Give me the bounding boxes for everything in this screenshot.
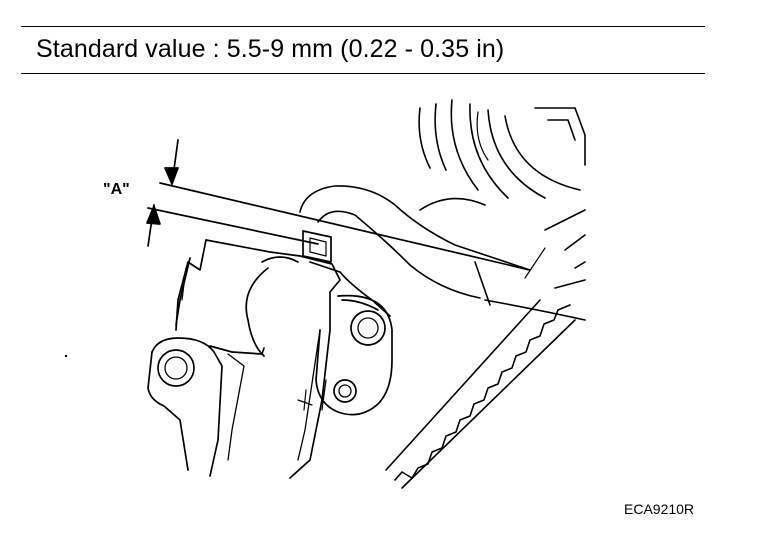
measurement-pad <box>302 230 332 263</box>
dimension-arrow-bottom <box>146 204 161 247</box>
figure-code: ECA9210R <box>624 501 695 517</box>
tensioner-arm <box>175 239 391 479</box>
upper-bolt <box>350 310 386 346</box>
speck <box>64 354 68 358</box>
belt-and-idler <box>299 185 586 321</box>
dimension-label-a: "A" <box>103 181 130 198</box>
dimension-lines <box>147 182 531 271</box>
dimension-arrow-top <box>164 139 179 185</box>
pivot-plate <box>303 294 393 416</box>
timing-belt <box>385 299 576 489</box>
standard-value-text: Standard value : 5.5-9 mm (0.22 - 0.35 i… <box>36 35 505 63</box>
lower-bracket <box>147 337 245 477</box>
bottom-rule <box>21 73 705 74</box>
lower-bolt <box>333 379 357 403</box>
top-rule <box>21 26 705 27</box>
upper-pulley <box>418 99 586 199</box>
